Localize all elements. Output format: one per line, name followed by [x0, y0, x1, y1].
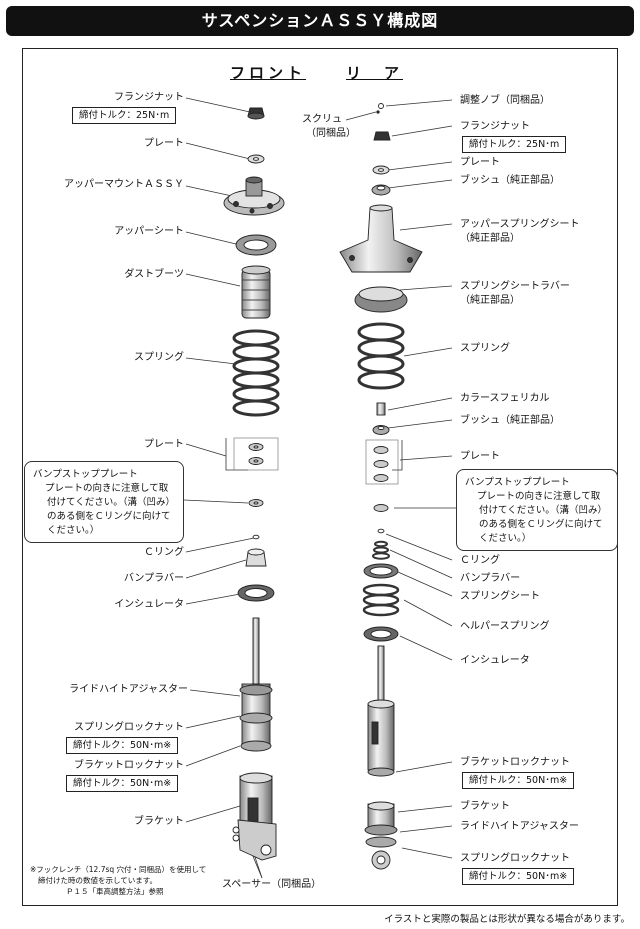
- rear-helper-spring-label: ヘルパースプリング: [460, 621, 550, 632]
- front-flange-nut-label: フランジナット: [114, 92, 184, 103]
- front-plate2-label: プレート: [144, 439, 184, 450]
- rear-bracket-lock-nut-torque: 締付トルク：50N･m※: [462, 772, 575, 789]
- rear-bump-stop-body: プレートの向きに注意して取付けてください。（溝（凹み）のある側をＣリングに向けて…: [477, 491, 607, 544]
- rear-spring-seat-rubber-note: （純正部品）: [460, 295, 520, 306]
- front-header: フロント: [230, 64, 307, 82]
- rear-spring-seat-label: スプリングシート: [460, 591, 540, 602]
- rear-upper-spring-seat-label: アッパースプリングシート: [460, 219, 580, 230]
- front-c-ring-label: Ｃリング: [144, 547, 184, 558]
- rear-c-ring-label: Ｃリング: [460, 555, 500, 566]
- rear-bracket-label: ブラケット: [460, 801, 510, 812]
- front-bump-stop-note: バンプストッププレート プレートの向きに注意して取付けてください。（溝（凹み）の…: [24, 461, 184, 543]
- front-upper-seat-label: アッパーシート: [114, 226, 184, 237]
- rear-collar-label: カラースフェリカル: [460, 393, 550, 404]
- footnote-line-1: ※フックレンチ（12.7sq 穴付・同梱品）を使用して: [30, 865, 207, 874]
- footnote: ※フックレンチ（12.7sq 穴付・同梱品）を使用して 締付けた時の数値を示して…: [30, 864, 206, 897]
- front-spring-lock-nut-torque: 締付トルク：50N･m※: [66, 737, 179, 754]
- front-bump-rubber-label: バンプラバー: [123, 573, 184, 584]
- rear-bush-label: ブッシュ（純正部品）: [460, 175, 560, 186]
- rear-bump-stop-title: バンプストッププレート: [465, 477, 570, 488]
- rear-bracket-lock-nut-label: ブラケットロックナット: [460, 757, 570, 768]
- rear-spring-lock-nut-torque: 締付トルク：50N･m※: [462, 868, 575, 885]
- rear-header: リ ア: [346, 64, 404, 82]
- rear-insulator-label: インシュレータ: [460, 655, 530, 666]
- front-ride-height-label: ライドハイトアジャスター: [69, 684, 188, 695]
- footnote-line-3: Ｐ１５「車高調整方法」参照: [66, 887, 164, 896]
- front-parts: [223, 107, 285, 861]
- front-dust-boot-label: ダストブーツ: [124, 269, 184, 280]
- leader-lines: [183, 97, 458, 879]
- rear-screw-note: （同梱品）: [306, 128, 356, 139]
- front-bump-stop-body: プレートの向きに注意して取付けてください。（溝（凹み）のある側をＣリングに向けて…: [45, 483, 175, 536]
- front-spring-label: スプリング: [134, 352, 184, 363]
- rear-screw-label: スクリュ: [302, 114, 342, 125]
- front-spring-lock-nut-label: スプリングロックナット: [74, 722, 184, 733]
- front-plate-label: プレート: [144, 138, 184, 149]
- rear-spring-label: スプリング: [460, 343, 510, 354]
- rear-ride-height-label: ライドハイトアジャスター: [460, 821, 579, 832]
- footnote-line-2: 締付けた時の数値を示しています。: [38, 876, 158, 885]
- rear-plate-label: プレート: [460, 157, 500, 168]
- rear-flange-nut-label: フランジナット: [460, 121, 530, 132]
- rear-adjust-knob-label: 調整ノブ（同梱品）: [460, 95, 550, 106]
- rear-bump-rubber-label: バンプラバー: [460, 573, 521, 584]
- front-bracket-lock-nut-torque: 締付トルク：50N･m※: [66, 775, 179, 792]
- front-bump-stop-title: バンプストッププレート: [33, 469, 138, 480]
- rear-parts: [339, 103, 423, 870]
- front-bracket-lock-nut-label: ブラケットロックナット: [74, 760, 184, 771]
- rear-plate2-label: プレート: [460, 451, 500, 462]
- page-title: サスペンションＡＳＳＹ構成図: [6, 6, 634, 36]
- front-insulator-label: インシュレータ: [114, 599, 184, 610]
- rear-flange-nut-torque: 締付トルク：25N･m: [462, 136, 567, 153]
- rear-upper-spring-seat-note: （純正部品）: [460, 233, 520, 244]
- rear-bush2-label: ブッシュ（純正部品）: [460, 415, 560, 426]
- rear-spring-lock-nut-label: スプリングロックナット: [460, 853, 570, 864]
- front-bracket-label: ブラケット: [134, 816, 184, 827]
- front-spacer-label: スペーサー（同梱品）: [222, 879, 322, 890]
- rear-spring-seat-rubber-label: スプリングシートラバー: [460, 281, 570, 292]
- rear-bump-stop-note: バンプストッププレート プレートの向きに注意して取付けてください。（溝（凹み）の…: [456, 469, 618, 551]
- front-upper-mount-label: アッパーマウントＡＳＳＹ: [64, 179, 184, 190]
- front-flange-nut-torque: 締付トルク：25N･m: [72, 107, 177, 124]
- disclaimer: イラストと実際の製品とは形状が異なる場合があります。: [384, 914, 630, 925]
